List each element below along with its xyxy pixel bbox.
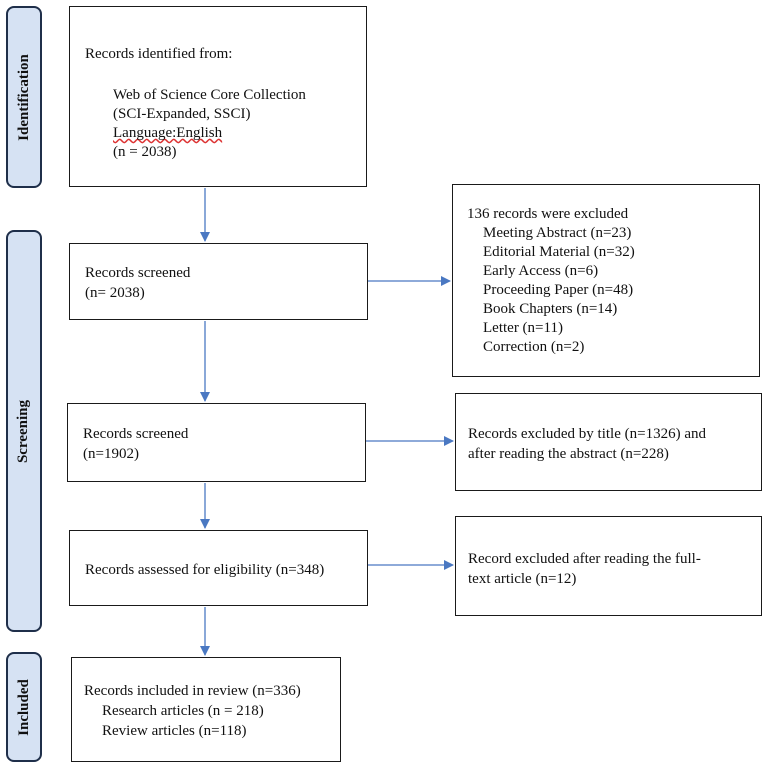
excluded1-item: Editorial Material (n=32) xyxy=(483,244,635,260)
excluded1-item: Letter (n=11) xyxy=(483,320,563,336)
included-research: Research articles (n = 218) xyxy=(102,703,264,719)
excluded-records-box: 136 records were excluded Meeting Abstra… xyxy=(452,184,760,377)
excluded1-item: Correction (n=2) xyxy=(483,339,585,355)
identified-count: (n = 2038) xyxy=(113,144,177,160)
screened1-label: Records screened xyxy=(85,265,191,281)
excluded1-item: Book Chapters (n=14) xyxy=(483,301,618,317)
identified-language: Language:English xyxy=(113,125,223,141)
excluded3-line2: text article (n=12) xyxy=(468,571,577,587)
screened1-count: (n= 2038) xyxy=(85,285,145,301)
stage-screening-tab: Screening xyxy=(6,230,42,632)
records-identified-box: Records identified from: Web of Science … xyxy=(69,6,367,187)
eligibility-label: Records assessed for eligibility (n=348) xyxy=(85,562,325,578)
records-screened-box-1: Records screened (n= 2038) xyxy=(69,243,368,320)
included-box: Records included in review (n=336) Resea… xyxy=(71,657,341,762)
stage-identification-label: Identification xyxy=(15,53,32,141)
excluded-by-title-box: Records excluded by title (n=1326) and a… xyxy=(455,393,762,491)
eligibility-box: Records assessed for eligibility (n=348) xyxy=(69,530,368,606)
excluded1-item: Early Access (n=6) xyxy=(483,263,599,279)
excluded3-line1: Record excluded after reading the full- xyxy=(468,551,701,567)
excluded-full-text-box: Record excluded after reading the full- … xyxy=(455,516,762,616)
identified-indexes: (SCI-Expanded, SSCI) xyxy=(113,106,251,122)
stage-included-label: Included xyxy=(15,678,32,736)
screened2-count: (n=1902) xyxy=(83,446,139,462)
stage-screening-label: Screening xyxy=(15,399,32,463)
stage-included-tab: Included xyxy=(6,652,42,762)
included-total: Records included in review (n=336) xyxy=(84,683,301,699)
excluded1-item: Meeting Abstract (n=23) xyxy=(483,225,632,241)
included-review: Review articles (n=118) xyxy=(102,723,247,739)
excluded2-line2: after reading the abstract (n=228) xyxy=(468,446,669,462)
excluded1-heading: 136 records were excluded xyxy=(467,206,629,222)
excluded1-item: Proceeding Paper (n=48) xyxy=(483,282,634,298)
identified-heading: Records identified from: xyxy=(85,46,233,62)
records-screened-box-2: Records screened (n=1902) xyxy=(67,403,366,482)
stage-identification-tab: Identification xyxy=(6,6,42,188)
screened2-label: Records screened xyxy=(83,426,189,442)
identified-database: Web of Science Core Collection xyxy=(113,87,306,103)
excluded2-line1: Records excluded by title (n=1326) and xyxy=(468,426,706,442)
